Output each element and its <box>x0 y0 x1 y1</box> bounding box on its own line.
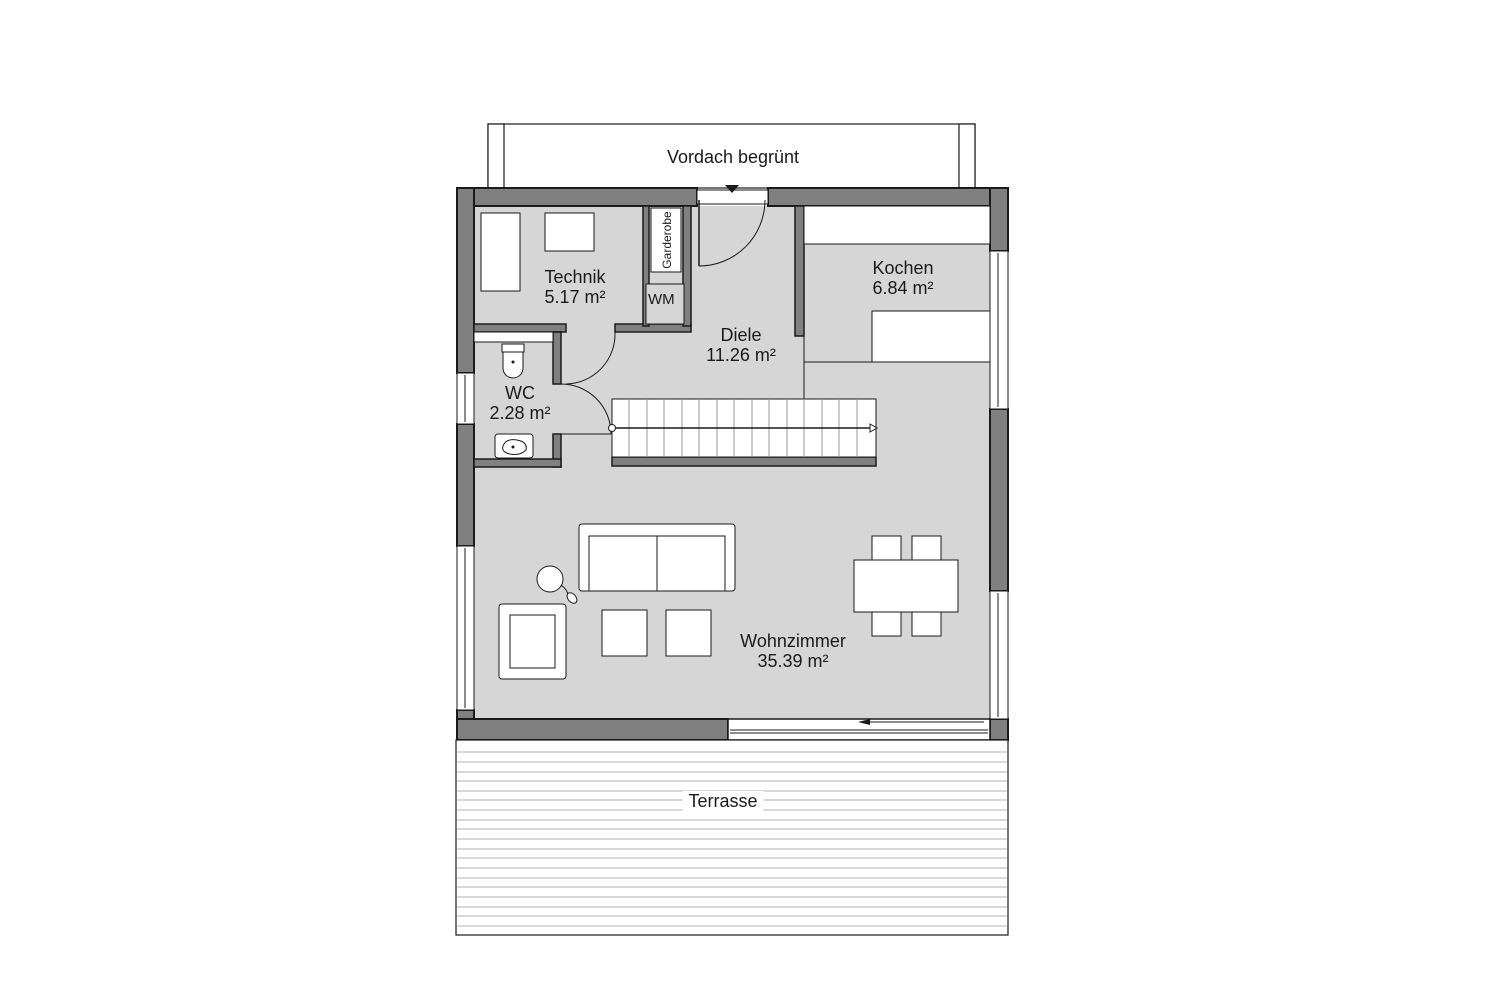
windows-right <box>989 250 1009 720</box>
garderobe-label: Garderobe <box>660 211 674 269</box>
room-label-technik: Technik 5.17 m² <box>544 267 605 307</box>
room-area: 6.84 m² <box>872 278 934 298</box>
room-name: Technik <box>544 267 606 287</box>
room-label-kochen: Kochen 6.84 m² <box>872 258 933 298</box>
entrance-door <box>696 185 769 267</box>
staircase <box>608 398 879 458</box>
sliding-door <box>727 718 991 741</box>
room-label-wc: WC 2.28 m² <box>489 383 550 423</box>
room-name: Diele <box>720 325 762 345</box>
coffee-tables <box>601 609 712 657</box>
room-area: 11.26 m² <box>706 345 776 365</box>
room-area: 5.17 m² <box>544 287 606 307</box>
room-name: WC <box>505 383 535 403</box>
floor-lamp <box>536 565 578 604</box>
canopy <box>487 123 976 189</box>
garderobe <box>645 207 685 325</box>
interior-walls <box>473 205 877 468</box>
canopy-label: Vordach begrünt <box>666 147 800 167</box>
toilet-icon <box>501 343 525 379</box>
kitchen-counters <box>803 205 991 409</box>
armchair <box>498 603 567 680</box>
sink-icon <box>494 433 534 459</box>
sofa <box>578 523 736 592</box>
exterior-walls <box>456 187 1009 741</box>
windows-left <box>456 372 475 711</box>
room-area: 35.39 m² <box>757 651 829 671</box>
terrace-label: Terrasse <box>682 791 764 811</box>
room-name: Kochen <box>872 258 934 278</box>
room-label-wohnzimmer: Wohnzimmer 35.39 m² <box>740 631 846 671</box>
technik-door-swing <box>565 331 616 385</box>
terrace <box>455 739 1009 936</box>
room-label-diele: Diele 11.26 m² <box>706 325 776 365</box>
room-area: 2.28 m² <box>489 403 551 423</box>
wm-label: WM <box>648 291 675 308</box>
dining-table <box>853 535 959 637</box>
technik-equipment <box>480 212 595 292</box>
room-name: Wohnzimmer <box>740 631 846 651</box>
